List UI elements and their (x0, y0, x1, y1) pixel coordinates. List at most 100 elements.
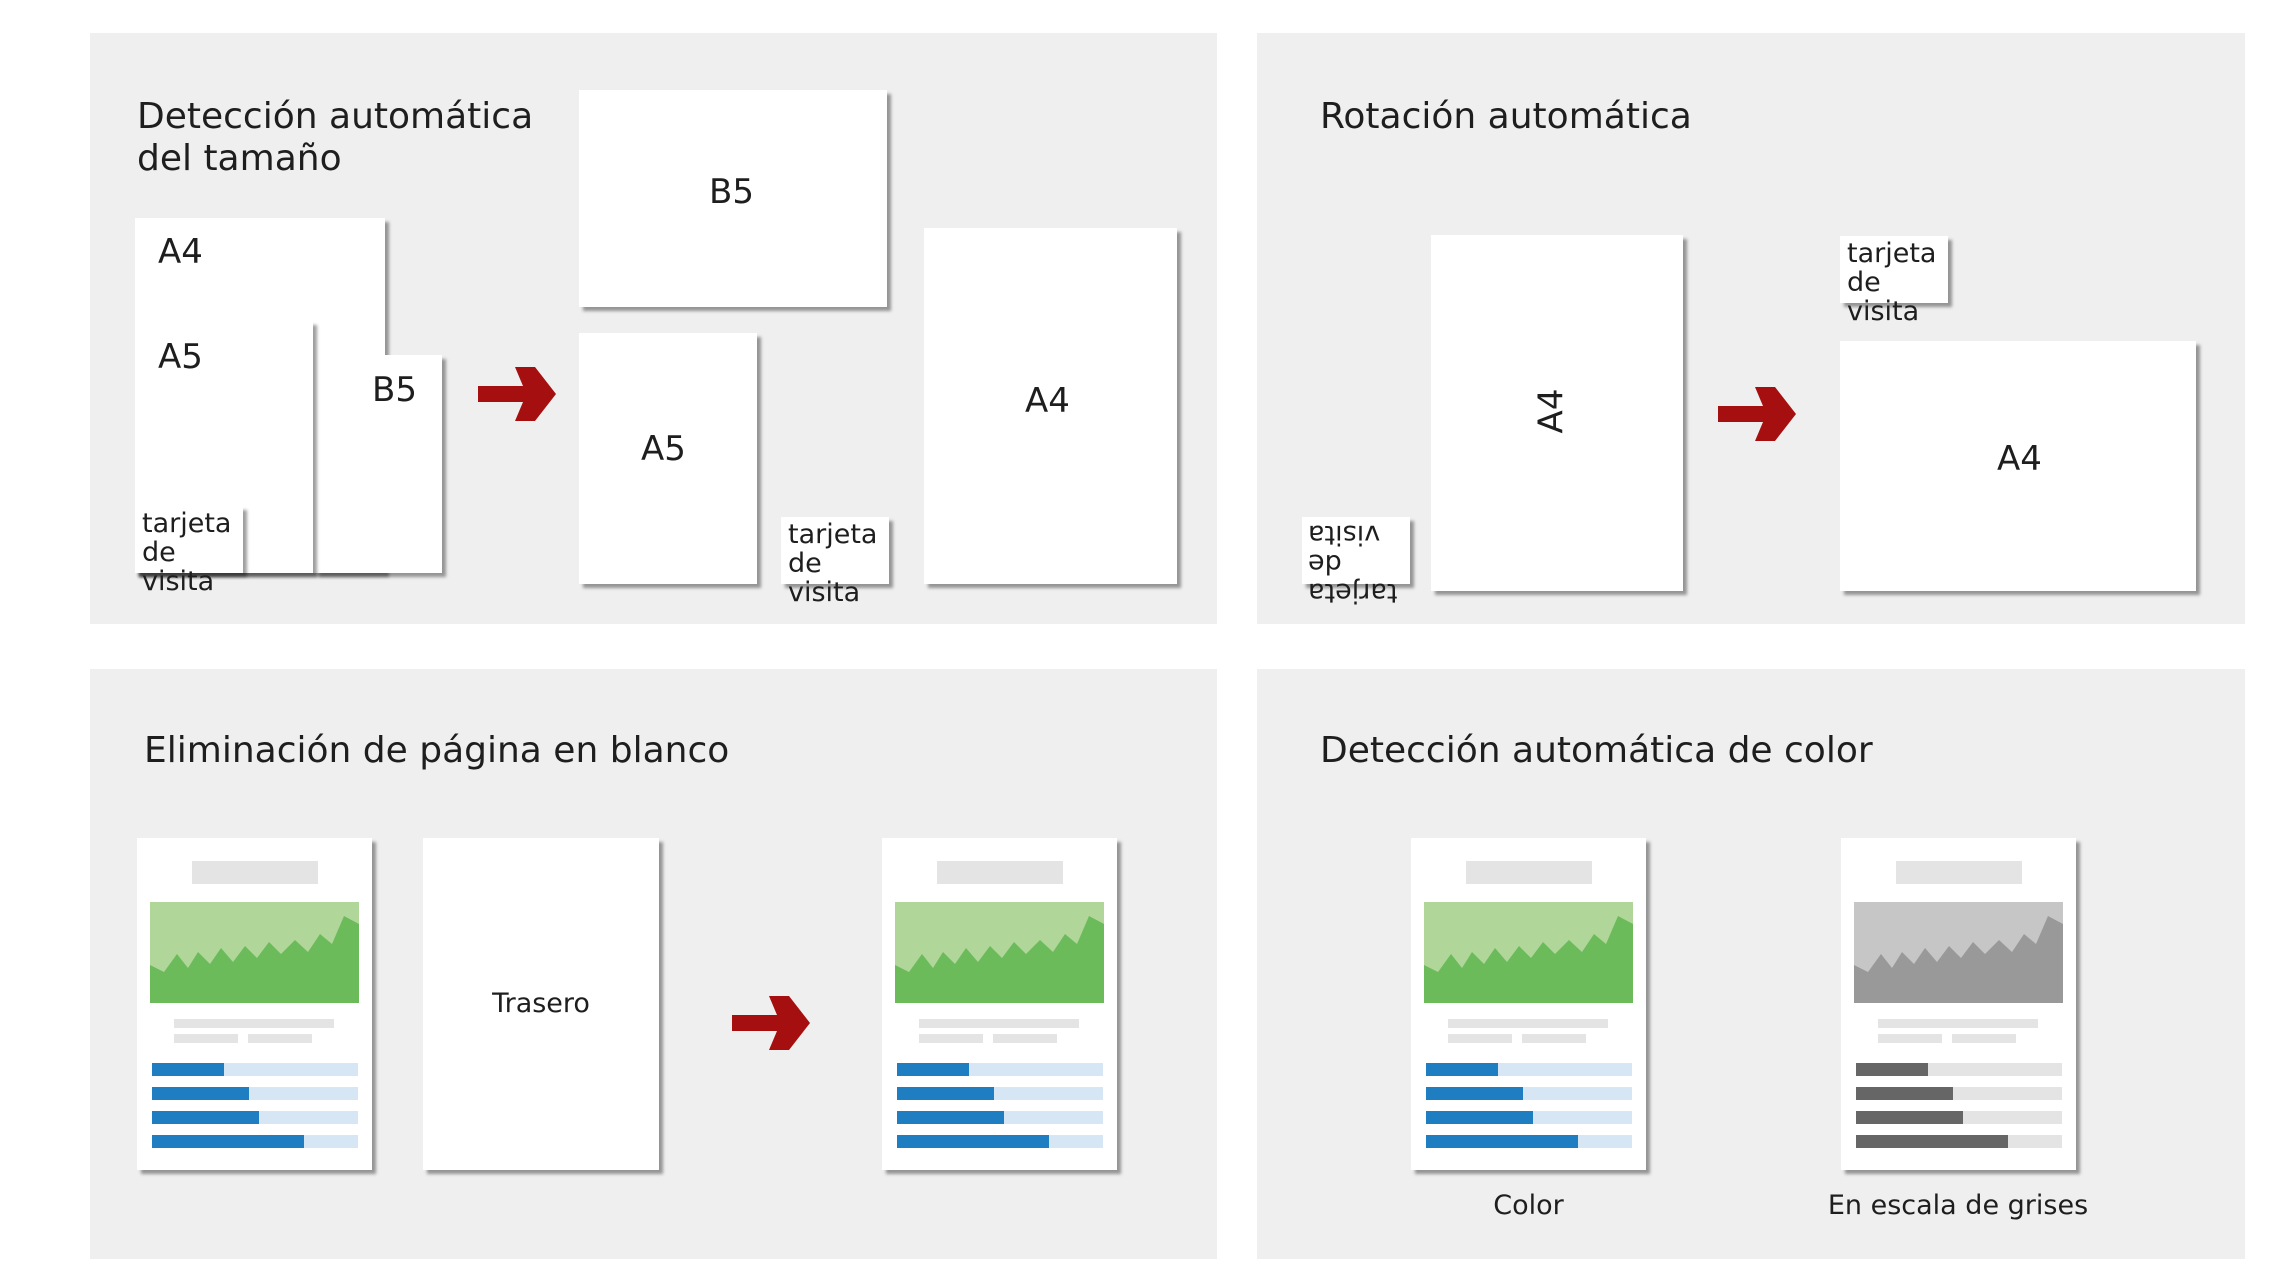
chart-area (1854, 916, 2063, 1003)
stack-a5-label: A5 (158, 337, 203, 377)
text-line-placeholder (993, 1034, 1057, 1043)
blank-back-label: Trasero (492, 988, 590, 1019)
grayscale-caption: En escala de grises (1827, 1190, 2089, 1221)
progress-bar (1426, 1063, 1632, 1076)
arrow-right-icon (478, 367, 556, 421)
progress-bar (1856, 1135, 2062, 1148)
card-line-2: de visita (142, 537, 215, 597)
blank-back-page: Trasero (423, 838, 659, 1170)
progress-bar (1856, 1087, 2062, 1100)
progress-bar (152, 1111, 358, 1124)
text-line-placeholder (1448, 1019, 1608, 1028)
size-detection-title: Detección automática del tamaño (137, 96, 533, 180)
progress-bar-fill (152, 1135, 305, 1148)
progress-bar (897, 1063, 1103, 1076)
card-line-2: de visita (788, 548, 861, 608)
progress-bar (152, 1087, 358, 1100)
stack-b5-page: B5 (315, 355, 442, 573)
color-page-document (1411, 838, 1646, 1170)
progress-bar (152, 1063, 358, 1076)
result-b5-label: B5 (709, 172, 754, 212)
area-chart-thumbnail (895, 902, 1104, 1003)
chart-area (1424, 916, 1633, 1003)
card-line-1: tarjeta (142, 508, 232, 539)
progress-bar-fill (1856, 1087, 1953, 1100)
result-card-label: tarjeta de visita (788, 520, 889, 607)
landscape-a4-label: A4 (1997, 439, 2042, 479)
card-line-1: tarjeta (1308, 577, 1398, 608)
progress-bar-fill (897, 1087, 994, 1100)
result-a5-page: A5 (579, 333, 757, 584)
color-detection-title: Detección automática de color (1320, 730, 1873, 771)
result-b5-page: B5 (579, 90, 887, 307)
text-line-placeholder (1878, 1034, 1942, 1043)
chart-area (150, 916, 359, 1003)
landscape-a4-page: A4 (1840, 341, 2196, 591)
arrow-right-icon (1718, 387, 1796, 441)
progress-bar-fill (1856, 1111, 1964, 1124)
rotated-card-label: tarjeta de visita (1308, 519, 1404, 608)
arrow-right-icon (732, 996, 810, 1050)
text-line-placeholder (1952, 1034, 2016, 1043)
card-line-1: tarjeta (788, 519, 878, 550)
result-business-card: tarjeta de visita (781, 517, 889, 607)
progress-bar-fill (152, 1111, 260, 1124)
result-a5-label: A5 (641, 429, 686, 469)
result-a4-label: A4 (1025, 381, 1070, 421)
rotated-a4-page: A4 (1431, 235, 1683, 591)
progress-bar-fill (897, 1111, 1005, 1124)
progress-bar-fill (1856, 1135, 2009, 1148)
chart-area (895, 916, 1104, 1003)
color-caption: Color (1493, 1190, 1564, 1221)
progress-bar (1426, 1135, 1632, 1148)
progress-bar-fill (152, 1063, 225, 1076)
progress-bar (897, 1135, 1103, 1148)
upright-card-label: tarjeta de visita (1847, 239, 1948, 326)
upright-business-card: tarjeta de visita (1840, 236, 1948, 326)
text-line-placeholder (919, 1019, 1079, 1028)
progress-bar (1426, 1111, 1632, 1124)
title-line-2: del tamaño (137, 138, 342, 179)
title-placeholder (192, 861, 318, 884)
progress-bar-fill (1426, 1111, 1534, 1124)
stack-a4-label: A4 (158, 232, 203, 272)
progress-bar (897, 1087, 1103, 1100)
front-page-document (137, 838, 372, 1170)
rotation-title: Rotación automática (1320, 96, 1692, 137)
stack-business-card: tarjeta de visita (135, 506, 243, 596)
card-line-1: tarjeta (1847, 238, 1937, 269)
progress-bar-fill (1426, 1135, 1579, 1148)
result-a4-page: A4 (924, 228, 1177, 584)
text-line-placeholder (919, 1034, 983, 1043)
progress-bar (1856, 1111, 2062, 1124)
progress-bar-fill (152, 1087, 249, 1100)
title-placeholder (937, 861, 1063, 884)
text-line-placeholder (1448, 1034, 1512, 1043)
area-chart-thumbnail (1854, 902, 2063, 1003)
title-placeholder (1466, 861, 1592, 884)
progress-bar-fill (897, 1135, 1050, 1148)
progress-bar-fill (1426, 1063, 1499, 1076)
title-placeholder (1896, 861, 2022, 884)
area-chart-thumbnail (150, 902, 359, 1003)
text-line-placeholder (1522, 1034, 1586, 1043)
blank-removal-title: Eliminación de página en blanco (144, 730, 730, 771)
progress-bar-fill (1856, 1063, 1929, 1076)
text-line-placeholder (1878, 1019, 2038, 1028)
progress-bar-fill (1426, 1087, 1523, 1100)
text-line-placeholder (248, 1034, 312, 1043)
card-line-2: de visita (1847, 267, 1920, 327)
text-line-placeholder (174, 1034, 238, 1043)
stack-card-label: tarjeta de visita (142, 509, 243, 596)
progress-bar-fill (897, 1063, 970, 1076)
rotated-a4-label: A4 (1531, 388, 1572, 434)
kept-page-document (882, 838, 1117, 1170)
title-line-1: Detección automática (137, 96, 534, 137)
progress-bar (897, 1111, 1103, 1124)
progress-bar (152, 1135, 358, 1148)
card-line-2: de visita (1308, 519, 1381, 579)
stack-b5-label: B5 (372, 370, 417, 410)
text-line-placeholder (174, 1019, 334, 1028)
area-chart-thumbnail (1424, 902, 1633, 1003)
grayscale-page-document (1841, 838, 2076, 1170)
